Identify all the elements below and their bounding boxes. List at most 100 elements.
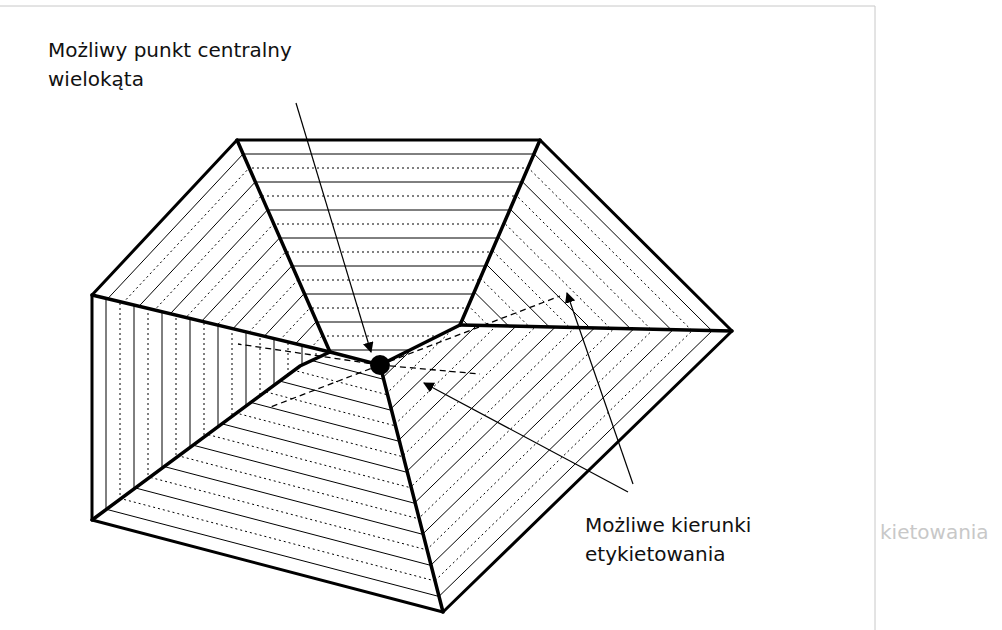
skeleton-edge xyxy=(460,140,540,325)
center-point xyxy=(370,355,390,375)
hatch-line xyxy=(0,205,1002,601)
skeleton-edge xyxy=(330,325,460,365)
hatch-line xyxy=(372,0,373,630)
hatch-line xyxy=(0,210,1002,211)
skeleton xyxy=(92,140,732,612)
direction-line xyxy=(238,344,380,365)
hatch-line xyxy=(0,0,960,630)
hatch-line xyxy=(0,232,1002,628)
hatch-line xyxy=(0,0,657,630)
hatch-line xyxy=(0,111,1002,507)
leader-line xyxy=(567,293,633,484)
hatch-line xyxy=(55,0,1002,630)
hatch-line xyxy=(0,0,950,630)
hatch-line xyxy=(358,0,359,630)
frame-line xyxy=(0,6,875,7)
face-hatch xyxy=(0,83,1002,630)
hatch-line xyxy=(0,83,1002,479)
hatch-line xyxy=(134,0,135,630)
label-directions xyxy=(238,296,560,408)
hatch-line xyxy=(0,300,1002,630)
hatch-line xyxy=(218,0,219,630)
hatch-line xyxy=(386,0,387,630)
hatch-line xyxy=(0,192,1002,588)
hatch-line xyxy=(0,266,1002,267)
hatch-line xyxy=(0,280,1002,281)
hatch-line xyxy=(0,287,1002,630)
hatch-line xyxy=(302,0,303,630)
skeleton-edge xyxy=(92,352,330,520)
hatch-line xyxy=(0,0,667,630)
hatch-line xyxy=(75,0,1002,630)
hatch-line xyxy=(0,178,1002,574)
hatch-line xyxy=(0,0,688,630)
hatch-line xyxy=(0,182,1002,183)
hatch-line xyxy=(0,151,1002,547)
hatch-line xyxy=(0,0,957,630)
direction-line xyxy=(380,365,480,374)
frame-line xyxy=(875,6,876,630)
hatch-line xyxy=(162,0,163,630)
hatch-line xyxy=(0,420,1002,421)
skeleton-edge xyxy=(460,325,732,331)
hatch-line xyxy=(260,0,261,630)
hatch-line xyxy=(95,0,1002,630)
leader-line xyxy=(424,383,628,492)
hatch-line xyxy=(3,0,1002,630)
hatch-line xyxy=(0,165,1002,561)
leader-lines xyxy=(296,103,633,492)
hatch-line xyxy=(0,238,1002,239)
hatch-line xyxy=(0,0,678,630)
hatch-line xyxy=(0,378,1002,379)
hatch-line xyxy=(0,168,1002,169)
direction-line xyxy=(268,365,380,408)
watermark: kietowania xyxy=(880,518,998,547)
hatch-line xyxy=(0,392,1002,393)
hatch-line xyxy=(0,0,967,630)
hatch-line xyxy=(0,0,970,630)
hatch-line xyxy=(0,0,841,630)
skeleton-edge xyxy=(237,140,330,352)
hatch-line xyxy=(0,124,1002,520)
hatch-line xyxy=(288,0,289,630)
hatch-line xyxy=(0,138,1002,534)
hatch-line xyxy=(0,0,977,630)
hatch-line xyxy=(204,0,205,630)
hatch-line xyxy=(26,0,1002,630)
hatch-line xyxy=(0,0,862,630)
hatch-line xyxy=(0,260,1002,630)
hatch-line xyxy=(0,0,851,630)
hatch-line xyxy=(105,0,1002,630)
hatch-line xyxy=(0,97,1002,493)
hatch-line xyxy=(0,154,1002,155)
hatch-line xyxy=(0,322,1002,323)
callout-label: Możliwy punkt centralny wielokąta xyxy=(48,36,378,94)
hatch-line xyxy=(0,314,1002,630)
hatch-line xyxy=(0,341,1002,630)
hatch-line xyxy=(0,196,1002,197)
hatch-line xyxy=(16,0,1002,630)
hatch-line xyxy=(6,0,1002,630)
hatch-line xyxy=(274,0,275,630)
hatch-line xyxy=(0,406,1002,407)
